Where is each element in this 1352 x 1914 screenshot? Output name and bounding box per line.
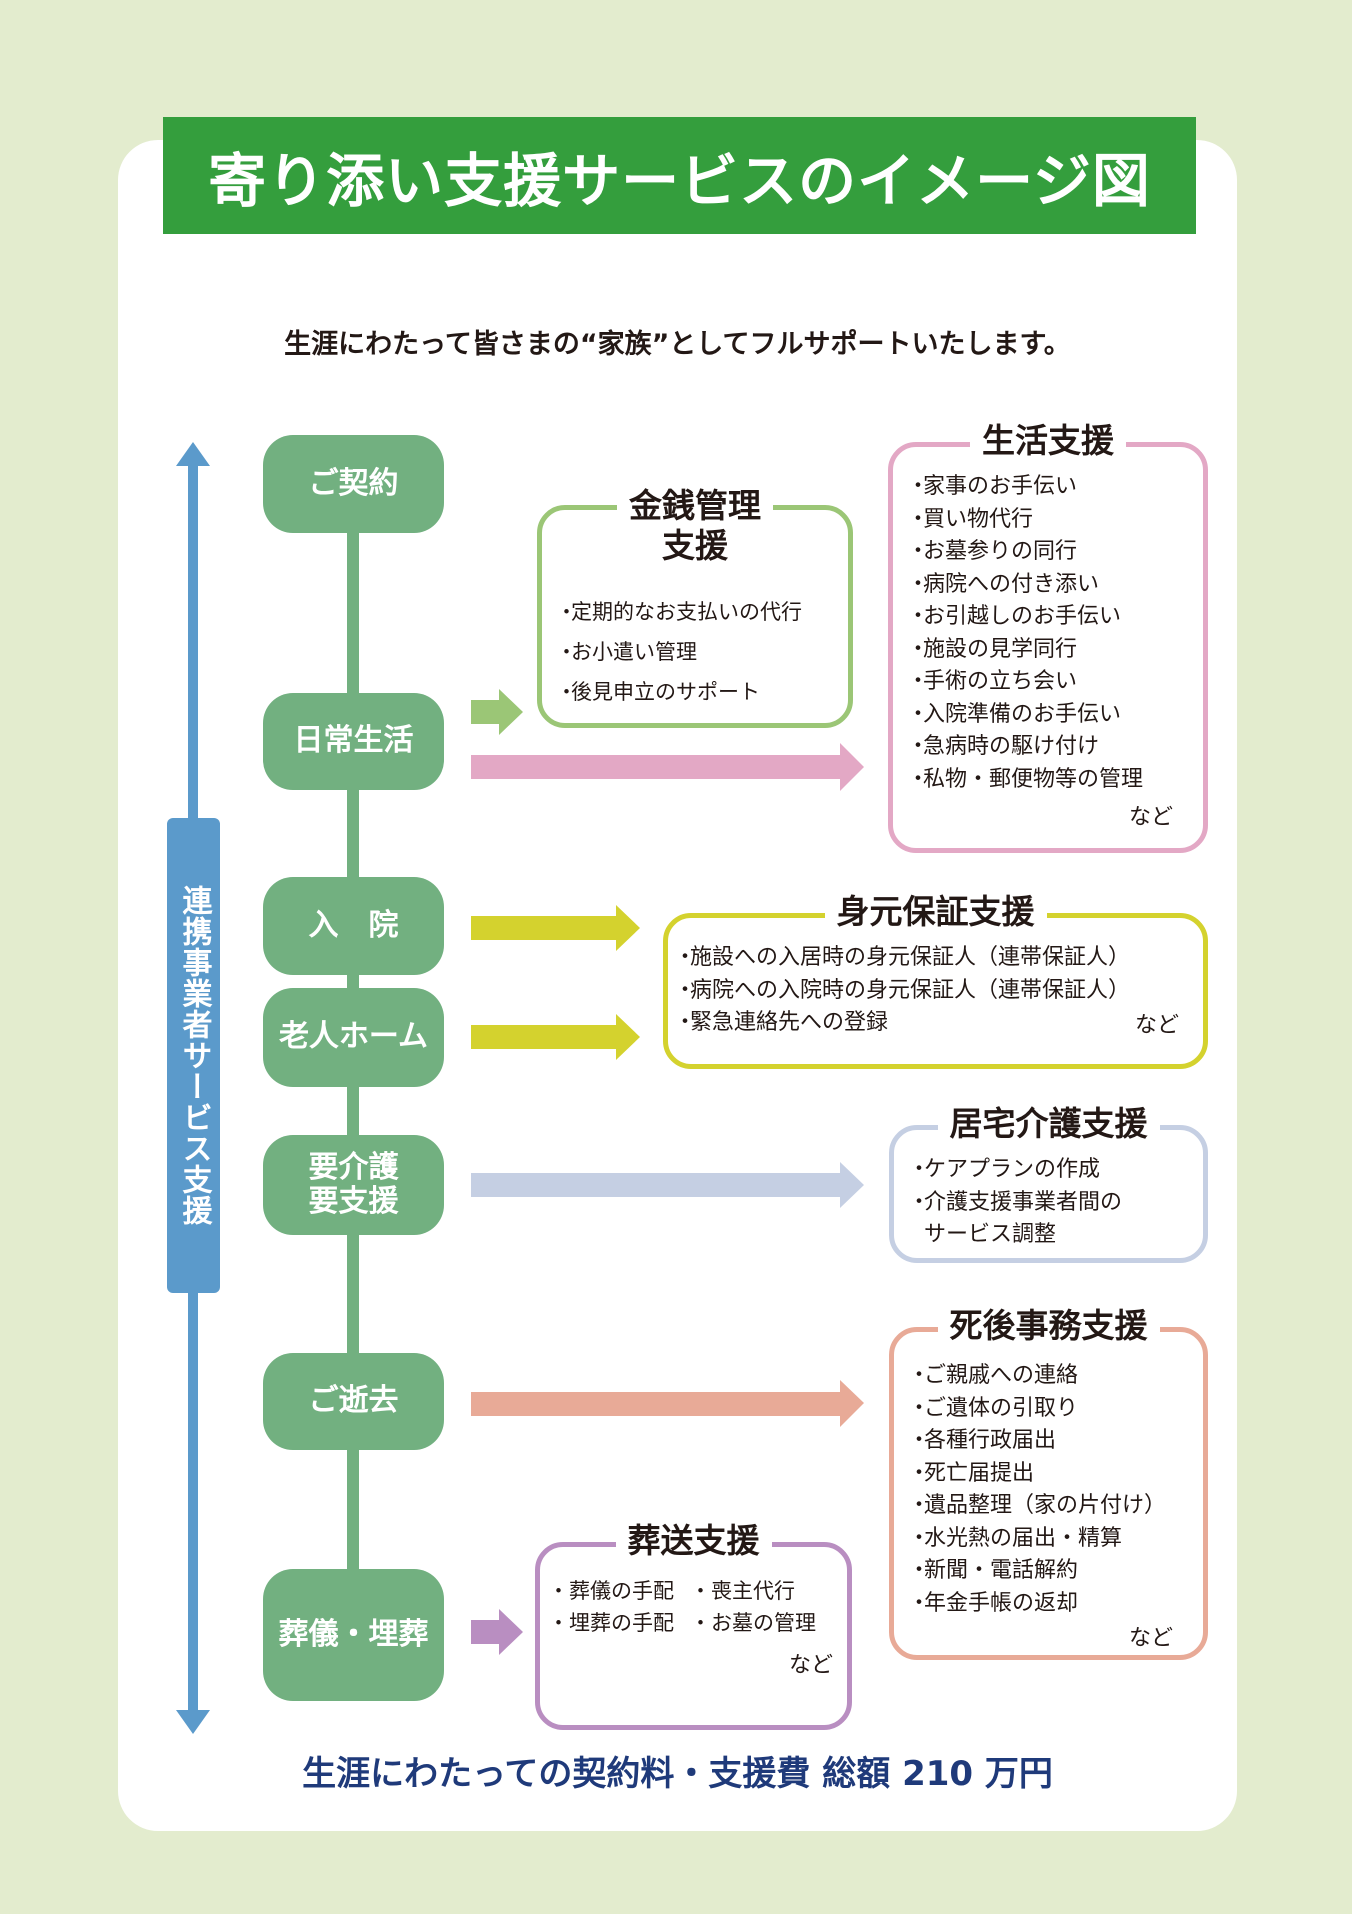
list-item: 病院への付き添い (907, 569, 1143, 602)
list-item: ・喪主代行 (690, 1579, 795, 1603)
list-item: 緊急連絡先への登録 (674, 1007, 1130, 1040)
total-fee-summary: 生涯にわたっての契約料・支援費 総額 210 万円 (302, 1754, 1053, 1794)
list-item: お小遣い管理 (556, 632, 802, 672)
timeline-label: 連携事業者サービス支援 (167, 818, 220, 1293)
service-box-life: 生活支援 家事のお手伝い 買い物代行 お墓参りの同行 病院への付き添い お引越し… (888, 421, 1208, 853)
list-item: 買い物代行 (907, 504, 1143, 537)
etc-label: など (1128, 805, 1173, 830)
list-item: ケアプランの作成 (908, 1154, 1122, 1187)
stage-care-needed: 要介護 要支援 (263, 1135, 444, 1235)
service-box-funeral: 葬送支援 ・葬儀の手配・喪主代行 ・埋葬の手配・お墓の管理 など (535, 1521, 852, 1730)
list-item: ご遺体の引取り (908, 1393, 1166, 1426)
list-row: ・葬儀の手配・喪主代行 (548, 1575, 816, 1607)
list-item: ・埋葬の手配 (548, 1611, 674, 1635)
stage-care-needed-line2: 要支援 (308, 1184, 399, 1219)
service-box-guarantee: 身元保証支援 施設への入居時の身元保証人（連帯保証人） 病院への入院時の身元保証… (663, 892, 1208, 1069)
header-banner (163, 117, 1196, 234)
list-item: 私物・郵便物等の管理 (907, 764, 1143, 797)
service-title-life: 生活支援 (893, 421, 1203, 461)
arrow-care-to-homecare (471, 1162, 864, 1208)
list-item: 急病時の駆け付け (907, 731, 1143, 764)
list-item: 手術の立ち会い (907, 666, 1143, 699)
subtitle: 生涯にわたって皆さまの“家族”としてフルサポートいたします。 (284, 329, 1071, 360)
list-item: お墓参りの同行 (907, 536, 1143, 569)
service-title-posthumous: 死後事務支援 (894, 1306, 1203, 1346)
list-item: 水光熱の届出・精算 (908, 1523, 1166, 1556)
service-list-posthumous: ご親戚への連絡 ご遺体の引取り 各種行政届出 死亡届提出 遺品整理（家の片付け）… (908, 1360, 1166, 1620)
stage-funeral-burial: 葬儀・埋葬 (263, 1569, 444, 1701)
etc-label: など (1128, 1626, 1173, 1651)
list-item: 施設への入居時の身元保証人（連帯保証人） (674, 942, 1130, 975)
stage-hospitalization: 入 院 (263, 877, 444, 975)
list-item: お引越しのお手伝い (907, 601, 1143, 634)
arrow-nursinghome-to-guarantee (471, 1014, 640, 1060)
etc-label: など (788, 1653, 833, 1678)
stage-contract: ご契約 (263, 435, 444, 533)
list-item: 病院への入院時の身元保証人（連帯保証人） (674, 975, 1130, 1008)
list-item: 各種行政届出 (908, 1425, 1166, 1458)
service-list-homecare: ケアプランの作成 介護支援事業者間の サービス調整 (908, 1154, 1122, 1252)
etc-label: など (1134, 1013, 1179, 1038)
service-list-life: 家事のお手伝い 買い物代行 お墓参りの同行 病院への付き添い お引越しのお手伝い… (907, 471, 1143, 796)
stage-daily-life: 日常生活 (263, 693, 444, 790)
arrow-hospital-to-guarantee (471, 905, 640, 951)
service-title-guarantee: 身元保証支援 (668, 892, 1203, 932)
arrow-passing-to-posthumous (471, 1380, 864, 1427)
list-item: 遺品整理（家の片付け） (908, 1490, 1166, 1523)
list-item: 定期的なお支払いの代行 (556, 592, 802, 632)
list-item: 家事のお手伝い (907, 471, 1143, 504)
service-list-guarantee: 施設への入居時の身元保証人（連帯保証人） 病院への入院時の身元保証人（連帯保証人… (674, 942, 1130, 1040)
arrow-down-icon (176, 1710, 210, 1734)
list-item: ご親戚への連絡 (908, 1360, 1166, 1393)
service-title-funeral: 葬送支援 (540, 1521, 847, 1561)
list-item: 後見申立のサポート (556, 672, 802, 712)
service-box-posthumous: 死後事務支援 ご親戚への連絡 ご遺体の引取り 各種行政届出 死亡届提出 遺品整理… (889, 1306, 1208, 1660)
list-item: 死亡届提出 (908, 1458, 1166, 1491)
page-title: 寄り添い支援サービスのイメージ図 (208, 146, 1151, 215)
service-box-money: 金銭管理 支援 定期的なお支払いの代行 お小遣い管理 後見申立のサポート (537, 486, 853, 728)
stage-passing: ご逝去 (263, 1353, 444, 1450)
list-item: ・葬儀の手配 (548, 1579, 674, 1603)
service-title-homecare: 居宅介護支援 (894, 1104, 1203, 1144)
list-item: 年金手帳の返却 (908, 1588, 1166, 1621)
stage-care-needed-line1: 要介護 (308, 1149, 399, 1185)
list-item: 介護支援事業者間の (908, 1187, 1122, 1220)
arrow-funeral-to-support (471, 1609, 523, 1655)
list-item: ・お墓の管理 (690, 1611, 816, 1635)
service-grid-funeral: ・葬儀の手配・喪主代行 ・埋葬の手配・お墓の管理 (548, 1575, 816, 1639)
service-list-money: 定期的なお支払いの代行 お小遣い管理 後見申立のサポート (556, 592, 802, 712)
list-item: 入院準備のお手伝い (907, 699, 1143, 732)
arrow-up-icon (176, 442, 210, 466)
list-item-continuation: サービス調整 (924, 1222, 1057, 1247)
stage-nursing-home: 老人ホーム (263, 988, 444, 1087)
list-item: 施設の見学同行 (907, 634, 1143, 667)
list-row: ・埋葬の手配・お墓の管理 (548, 1607, 816, 1639)
list-item: 新聞・電話解約 (908, 1555, 1166, 1588)
service-title-money: 金銭管理 支援 (542, 486, 848, 565)
arrow-daily-to-money (471, 689, 523, 735)
service-box-homecare: 居宅介護支援 ケアプランの作成 介護支援事業者間の サービス調整 (889, 1104, 1208, 1263)
arrow-daily-to-life (471, 743, 864, 791)
